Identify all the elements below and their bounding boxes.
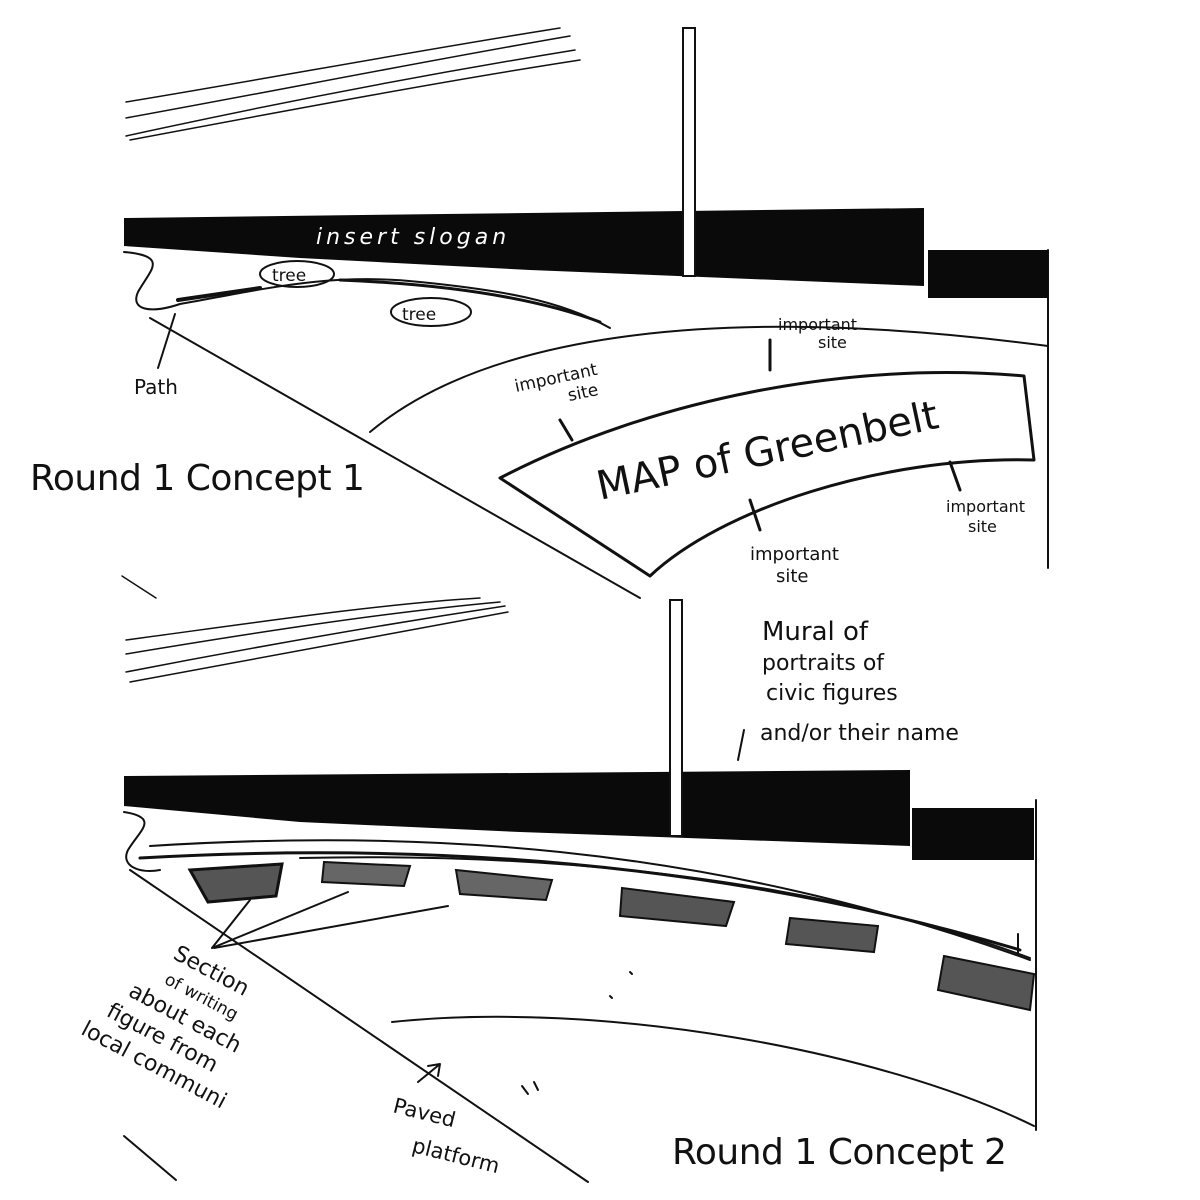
path-label: Path	[134, 375, 178, 399]
wall-band	[124, 208, 924, 286]
site-3-label: important site	[750, 544, 845, 587]
light-pole	[682, 27, 696, 277]
writing-note: Section of writing about each figure fro…	[77, 920, 282, 1115]
tree-2-label: tree	[402, 305, 436, 325]
wall-block-right	[928, 250, 1048, 298]
concept-1-sketch: insert slogan tree tree Path MAP of Gree…	[123, 27, 1049, 599]
tree-2-outline	[390, 297, 472, 327]
portrait-block-6	[936, 954, 1036, 1012]
overhead-cables-2	[125, 597, 509, 683]
site-2-label: important site	[778, 315, 862, 352]
site-4-label: important site	[946, 497, 1030, 536]
light-pole-2	[669, 599, 683, 837]
tree-1-outline	[259, 260, 335, 288]
concept-1-caption: Round 1 Concept 1	[30, 458, 365, 499]
site-1-label: important site	[513, 359, 609, 417]
slogan-text: insert slogan	[316, 225, 510, 250]
wall-band-2	[124, 770, 910, 846]
portrait-blocks	[187, 860, 1036, 1012]
tree-1-label: tree	[272, 266, 306, 286]
map-title: MAP of Greenbelt	[593, 392, 943, 509]
platform-note: Paved platform	[383, 1094, 511, 1179]
wall-block-right-2	[912, 808, 1034, 860]
portrait-block-4	[618, 886, 736, 928]
platform-arc	[391, 1015, 1035, 1127]
concept-2-caption: Round 1 Concept 2	[672, 1132, 1007, 1173]
diagonal-curb	[149, 317, 641, 599]
plaza-curve	[369, 325, 1049, 433]
mural-note: Mural of portraits of civic figures and/…	[760, 617, 959, 746]
portrait-block-5	[784, 916, 880, 954]
diagonal-curb-2	[129, 869, 589, 1183]
portrait-block-2	[320, 860, 412, 888]
map-slab	[498, 371, 1036, 578]
overhead-cables	[125, 27, 581, 141]
platform-arrow	[417, 1063, 441, 1083]
portrait-block-3	[454, 868, 554, 902]
concept-2-sketch: Mural of portraits of civic figures and/…	[77, 575, 1037, 1183]
portrait-block-1	[187, 862, 284, 904]
path-leader-line	[157, 313, 176, 369]
